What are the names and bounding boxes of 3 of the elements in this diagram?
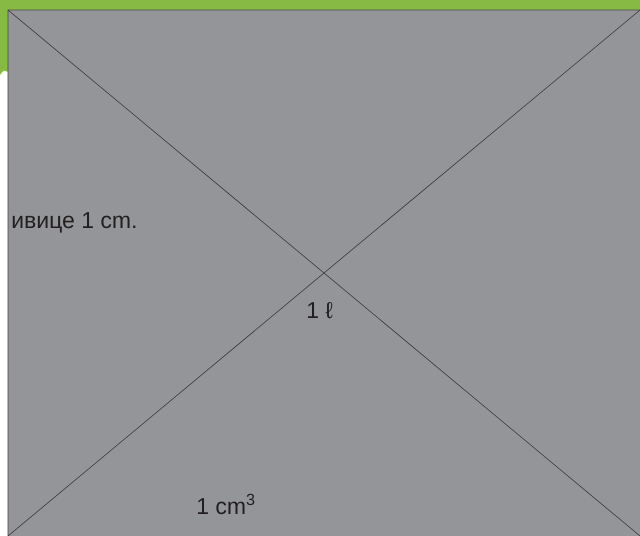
text-label: ивице 1 cm. <box>12 212 136 233</box>
text-label: 1 cm$^{3}$ <box>198 494 254 514</box>
text-label: 1 ℓ <box>308 302 333 318</box>
